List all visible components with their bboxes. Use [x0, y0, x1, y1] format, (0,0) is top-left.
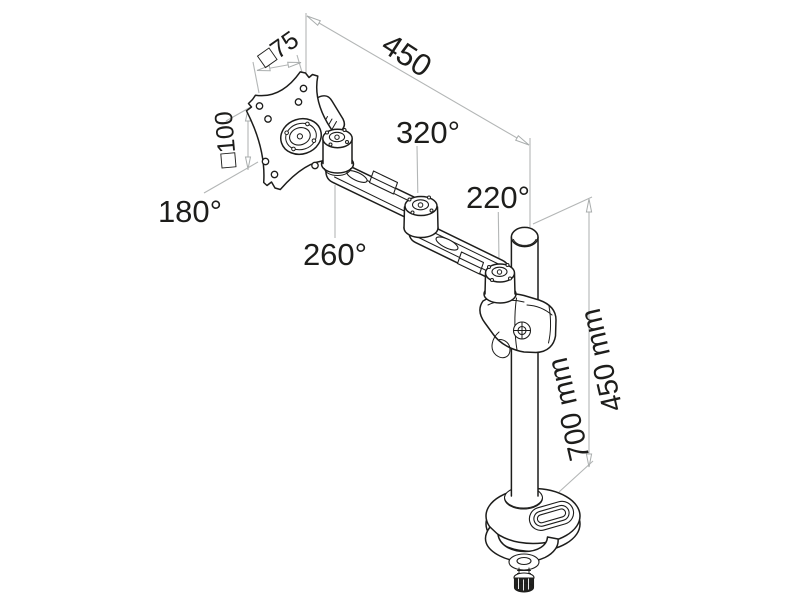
label-rotation-320: 320° — [396, 115, 460, 150]
leader-320 — [416, 145, 419, 194]
front-joint — [320, 128, 355, 176]
under-desk-clamp-arm — [484, 526, 559, 563]
pole-clamp — [479, 292, 557, 359]
dim-height — [532, 196, 594, 493]
mid-joint — [403, 195, 439, 239]
dim-reach-450 — [305, 13, 531, 227]
dimension-lines — [203, 13, 594, 493]
label-rotation-260: 260° — [303, 237, 367, 272]
clamp-screw — [508, 553, 540, 593]
pole-joint — [483, 263, 517, 304]
locking-hook — [491, 331, 511, 359]
leader-220 — [497, 211, 500, 262]
label-rotation-180: 180° — [158, 194, 222, 229]
labels: □75 450 □100 180° 260° 320° 220° 700 mm … — [158, 26, 630, 464]
dim-vesa-75 — [252, 54, 307, 94]
artwork — [245, 71, 581, 593]
label-rotation-220: 220° — [466, 180, 530, 215]
vesa-hub — [280, 117, 322, 156]
label-vesa-75: □75 — [253, 26, 304, 74]
cable-slot — [528, 500, 575, 531]
leader-180 — [203, 161, 259, 194]
label-vesa-100: □100 — [210, 110, 243, 169]
pole-boss-front-fill — [504, 497, 543, 509]
pole — [510, 226, 539, 497]
label-reach-450: 450 — [375, 26, 437, 84]
pole-boss-front-edge — [504, 496, 543, 509]
